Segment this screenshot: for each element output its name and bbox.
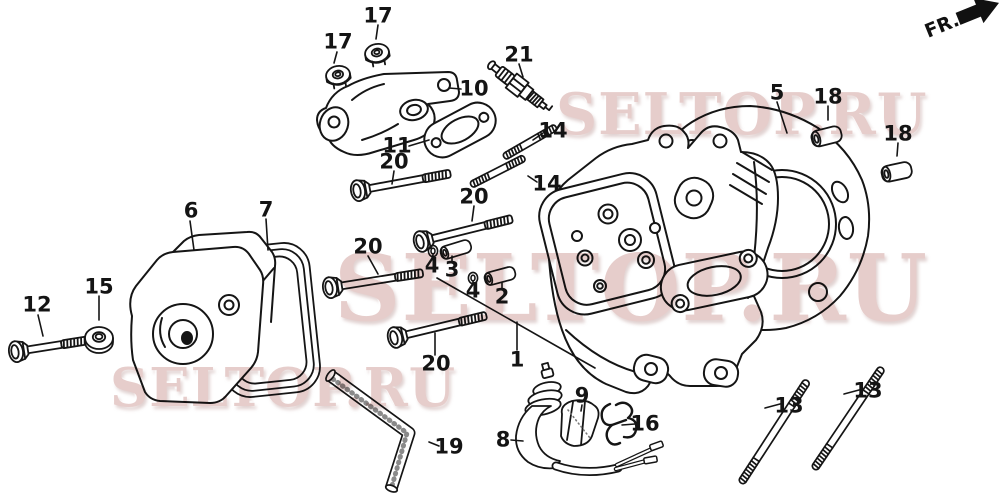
part-washer-15 xyxy=(84,326,114,354)
part-stud-14 xyxy=(501,123,559,161)
part-bolt-20 xyxy=(320,261,426,301)
part-dowel-18 xyxy=(879,159,915,184)
part-bolt-20 xyxy=(384,304,490,351)
part-manifold-gasket xyxy=(423,101,497,159)
part-cylinder-head xyxy=(538,124,779,395)
part-bolt-20 xyxy=(348,162,454,204)
part-rubber-boot xyxy=(560,399,600,447)
part-breather-tube xyxy=(325,369,416,493)
part-wire-clip xyxy=(600,401,638,446)
part-valve-cover xyxy=(129,230,277,404)
part-stud-13 xyxy=(810,364,887,473)
part-plug-cap xyxy=(515,361,664,476)
part-bolt-12 xyxy=(6,329,90,365)
part-stud-13 xyxy=(736,377,812,486)
part-pin-2 xyxy=(482,264,518,288)
fr-arrow-icon xyxy=(955,0,999,25)
leader-lines xyxy=(37,24,899,447)
part-flange-nut xyxy=(362,41,393,69)
part-stud-14 xyxy=(468,153,528,190)
part-pin-3 xyxy=(438,237,474,262)
fr-indicator: FR. xyxy=(922,0,999,43)
part-spark-plug xyxy=(487,60,554,112)
part-intake-manifold xyxy=(316,71,460,156)
